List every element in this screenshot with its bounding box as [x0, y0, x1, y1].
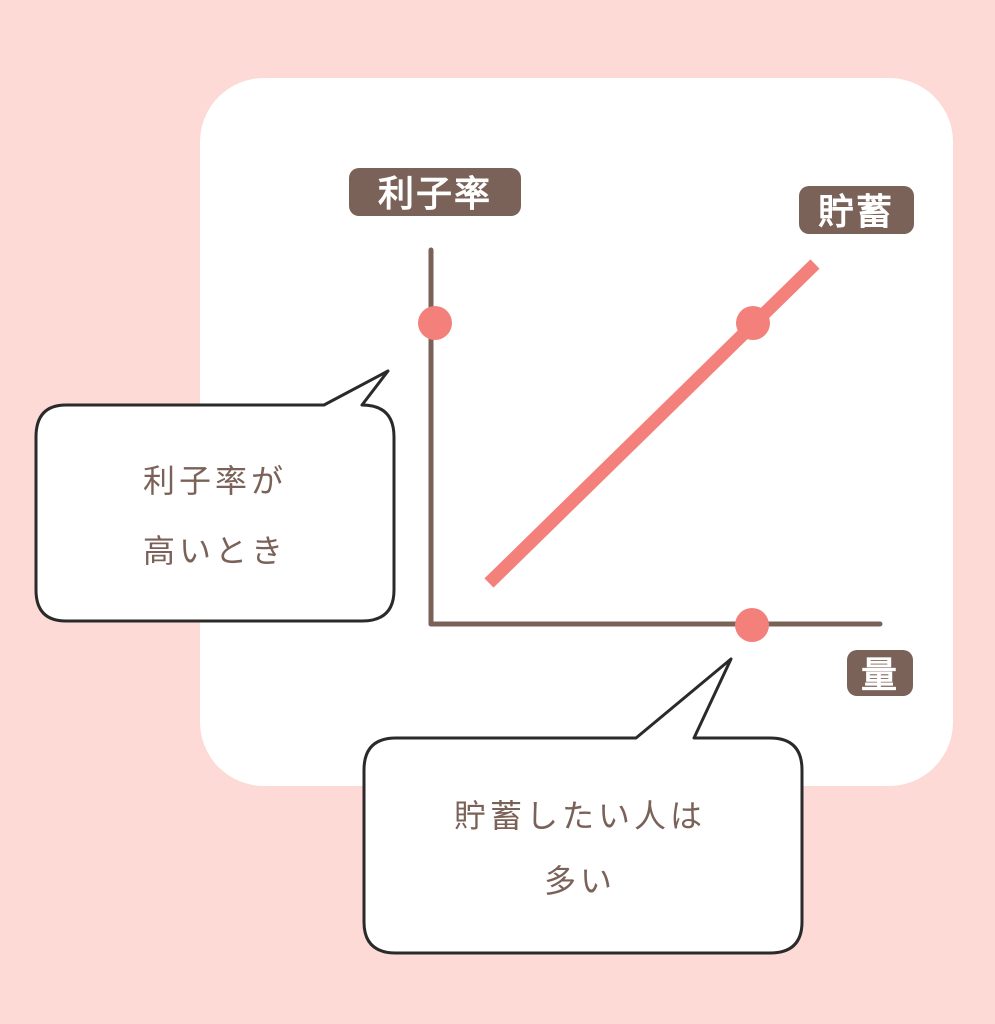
x-axis-point	[735, 608, 769, 642]
bottom-callout-line2: 多い	[544, 862, 616, 900]
left-callout-bubble	[34, 369, 396, 623]
left-callout-line1: 利子率が	[143, 462, 287, 500]
x-axis-label-text: 量	[861, 655, 899, 696]
bottom-callout: 貯蓄したい人は 多い	[362, 657, 804, 955]
bottom-callout-line1: 貯蓄したい人は	[454, 797, 706, 835]
line-point	[736, 306, 770, 340]
left-callout-line2: 高いとき	[143, 532, 287, 570]
line-label: 貯蓄	[799, 186, 914, 234]
left-callout: 利子率が 高いとき	[34, 369, 396, 623]
y-axis-label: 利子率	[349, 168, 521, 216]
savings-line	[484, 259, 820, 588]
x-axis-label: 量	[847, 650, 913, 696]
bottom-callout-bubble	[362, 657, 804, 955]
y-axis-point	[418, 306, 452, 340]
y-axis-label-text: 利子率	[378, 174, 492, 215]
line-label-text: 貯蓄	[818, 192, 894, 233]
